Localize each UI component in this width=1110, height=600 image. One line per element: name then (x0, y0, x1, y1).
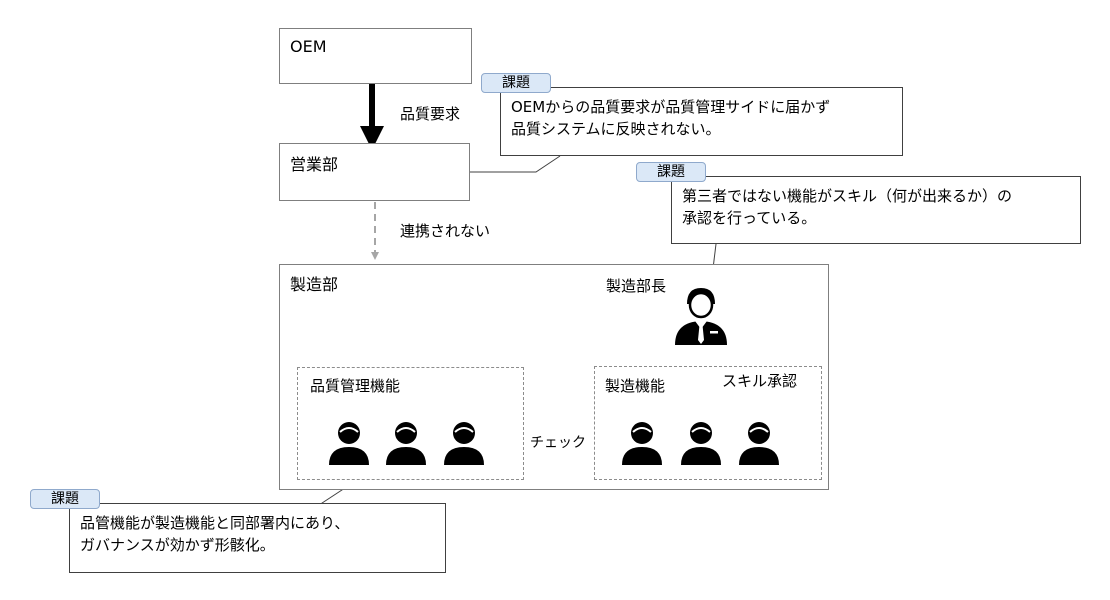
callout-line: OEMからの品質要求が品質管理サイドに届かず (511, 98, 831, 116)
issue-tag: 課題 (481, 73, 551, 93)
person-icon (444, 422, 484, 465)
issue-callout-oem: OEMからの品質要求が品質管理サイドに届かず 品質システムに反映されない。 (500, 87, 903, 156)
callout-line: 承認を行っている。 (682, 209, 817, 227)
check-label: チェック (530, 435, 586, 451)
quality-function-group: 品質管理機能 (297, 367, 524, 480)
issue-callout-governance: 品管機能が製造機能と同部署内にあり、 ガバナンスが効かず形骸化。 (69, 503, 446, 573)
person-icon (329, 422, 369, 465)
not-linked-label: 連携されない (400, 222, 491, 240)
quality-requirement-label: 品質要求 (400, 105, 461, 123)
issue-callout-skill: 第三者ではない機能がスキル（何が出来るか）の 承認を行っている。 (671, 176, 1081, 244)
skill-approval-label: スキル承認 (722, 370, 798, 391)
callout-line: 第三者ではない機能がスキル（何が出来るか）の (682, 187, 1013, 205)
oem-label: OEM (290, 37, 327, 56)
issue-tag: 課題 (636, 162, 706, 182)
quality-function-label: 品質管理機能 (310, 377, 401, 395)
sales-box: 営業部 (279, 143, 470, 201)
person-icon (386, 422, 426, 465)
callout-1-leader (470, 155, 561, 173)
person-icon (681, 422, 721, 465)
manufacturing-function-label: 製造機能 (605, 377, 666, 395)
manufacturing-dept-label: 製造部 (290, 275, 339, 294)
sales-label: 営業部 (290, 155, 339, 174)
manager-icon (675, 288, 727, 345)
issue-tag: 課題 (30, 489, 100, 509)
oem-box: OEM (279, 28, 472, 84)
person-icon (739, 422, 779, 465)
person-icon (622, 422, 662, 465)
callout-line: 品管機能が製造機能と同部署内にあり、 (80, 514, 350, 532)
manufacturing-function-group: 製造機能 (594, 366, 822, 480)
manufacturing-head-label: 製造部長 (606, 277, 667, 295)
callout-line: 品質システムに反映されない。 (511, 120, 721, 138)
callout-line: ガバナンスが効かず形骸化。 (80, 536, 275, 554)
